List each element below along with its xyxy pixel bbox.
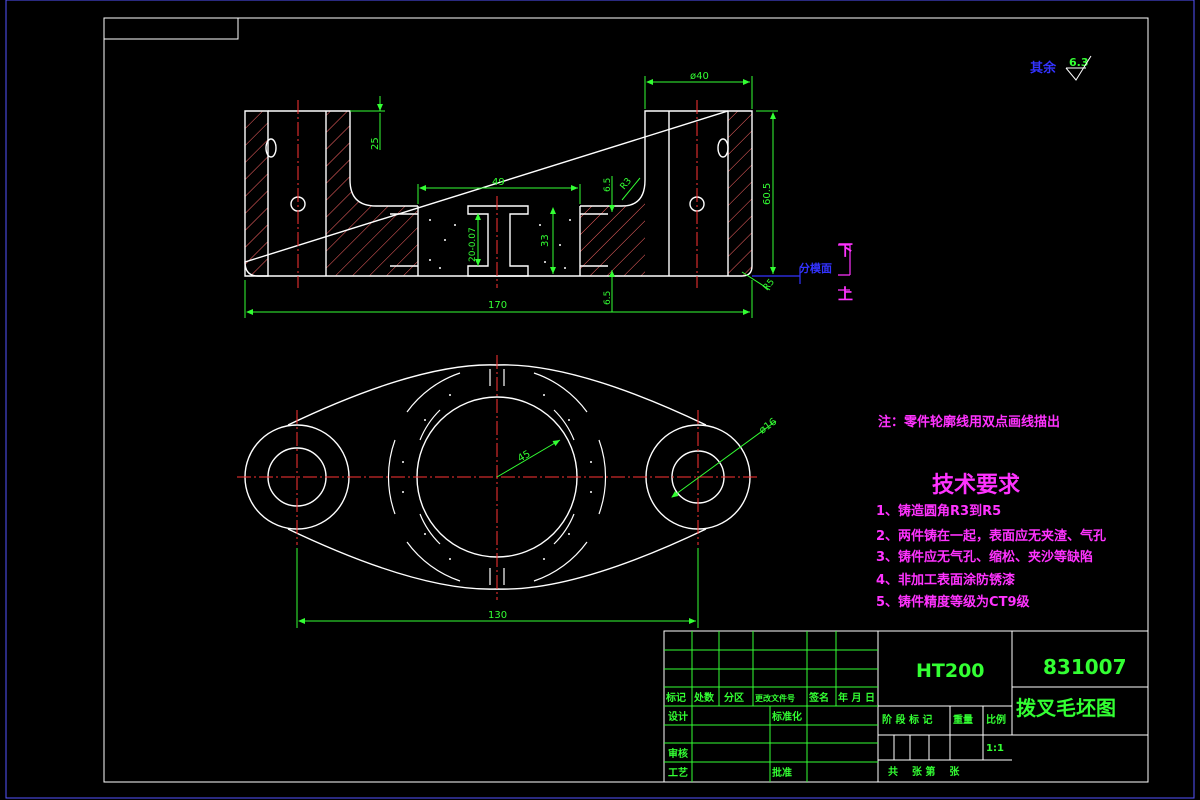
- hdr-mark: 标记: [665, 691, 686, 704]
- scale-value: 1:1: [986, 743, 1004, 754]
- stage-mark: 阶 段 标 记: [882, 713, 932, 726]
- hdr-change: 更改文件号: [755, 693, 795, 703]
- notes: 注：零件轮廓线用双点画线描出 技术要求 1、铸造圆角R3到R5 2、两件铸在一起…: [876, 414, 1106, 610]
- title-block: [663, 630, 1149, 783]
- parting-plane-label: 分模面: [799, 261, 832, 275]
- title-block-text: HT200 831007 拨叉毛坯图 标记 处数 分区 更改文件号 签名 年 月…: [665, 655, 1127, 779]
- row-standard: 标准化: [771, 710, 802, 723]
- surface-roughness-symbol: 其余 6.3: [1030, 55, 1092, 81]
- tech-item-5: 5、铸件精度等级为CT9级: [876, 594, 1030, 610]
- tech-item-1: 1、铸造圆角R3到R5: [876, 503, 1001, 519]
- drawing-frame: [5, 0, 1195, 799]
- plan-centerlines: [237, 355, 760, 600]
- dim-r3: R3: [619, 176, 634, 192]
- sheet-count: 共 张 第 张: [888, 765, 960, 778]
- dim-phi40: ø40: [690, 71, 709, 82]
- outline-note: 注：零件轮廓线用双点画线描出: [878, 414, 1060, 430]
- plan-dimensions: [296, 420, 777, 628]
- drawing-name: 拨叉毛坯图: [1016, 696, 1116, 720]
- dim-r5: R5: [762, 277, 777, 293]
- row-process: 工艺: [668, 766, 688, 779]
- hdr-date: 年 月 日: [838, 691, 875, 704]
- dim-45: 45: [516, 449, 533, 465]
- dim-6-5-bottom: 6.5: [603, 291, 613, 305]
- dim-130: 130: [488, 610, 507, 621]
- drawing-number: 831007: [1043, 655, 1127, 679]
- tech-title: 技术要求: [932, 473, 1020, 498]
- dim-33: 33: [540, 234, 551, 247]
- dim-phi16: ø16: [757, 416, 779, 436]
- row-approve: 批准: [772, 766, 792, 779]
- tech-item-2: 2、两件铸在一起，表面应无夹渣、气孔: [876, 528, 1106, 544]
- parting-lower-label: 下: [838, 241, 853, 259]
- section-dimension-text: 170 49 ø40 60.5 25 33 20-0.07 6.5 6.5 R3…: [370, 71, 777, 311]
- hdr-sign: 签名: [808, 691, 829, 704]
- dim-170: 170: [488, 300, 507, 311]
- dim-49: 49: [492, 177, 505, 188]
- row-check: 审核: [668, 747, 688, 760]
- title-block-grid: [664, 631, 878, 782]
- scale-label: 比例: [986, 713, 1006, 726]
- dim-60-5: 60.5: [762, 183, 773, 205]
- weight-label: 重量: [953, 713, 973, 726]
- dim-6-5-top: 6.5: [603, 178, 613, 192]
- hdr-count: 处数: [693, 691, 715, 704]
- dim-25: 25: [370, 137, 381, 150]
- roughness-label: 其余: [1030, 60, 1057, 76]
- tech-item-3: 3、铸件应无气孔、缩松、夹沙等缺陷: [876, 549, 1093, 565]
- row-design: 设计: [668, 710, 688, 723]
- section-view: [244, 100, 753, 288]
- roughness-value: 6.3: [1069, 56, 1089, 69]
- dim-tolerance: 20-0.07: [468, 227, 478, 262]
- parting-upper-label: 上: [838, 285, 853, 303]
- plan-dimension-text: 130 45 ø16: [488, 416, 779, 621]
- hdr-zone: 分区: [724, 691, 744, 704]
- material-label: HT200: [916, 660, 985, 682]
- parting-plane-marker: 分模面 下 上: [752, 241, 853, 303]
- tech-item-4: 4、非加工表面涂防锈漆: [876, 572, 1015, 588]
